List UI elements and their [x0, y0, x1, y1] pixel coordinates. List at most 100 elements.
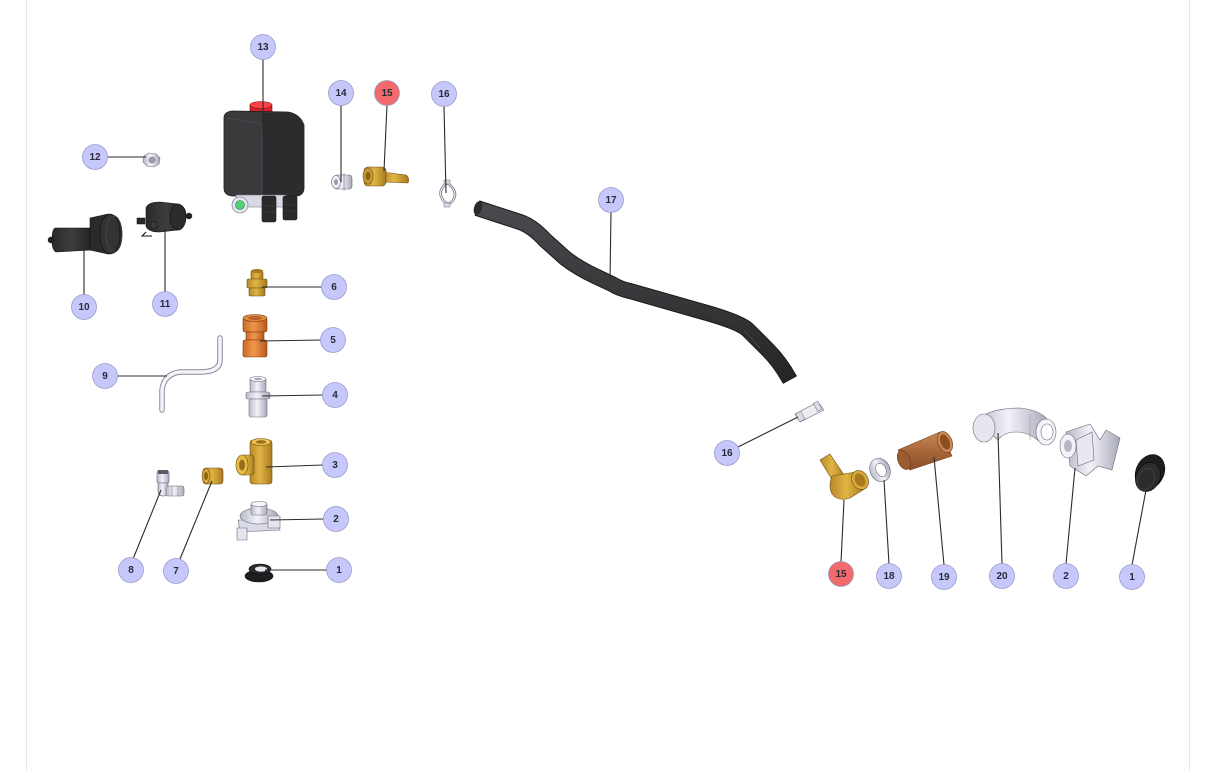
leader-3 [265, 464, 324, 468]
callout-label: 9 [102, 371, 108, 382]
leader-8 [132, 489, 162, 560]
leader-lines [83, 59, 1147, 571]
callout-circle [321, 274, 347, 300]
callout-c13[interactable]: 13 [250, 34, 276, 60]
part-17-rubber-hose [473, 200, 797, 384]
callout-circle [163, 558, 189, 584]
callout-c10[interactable]: 10 [71, 294, 97, 320]
callout-label: 14 [335, 88, 347, 99]
part-20-elbow-fitting [972, 407, 1057, 446]
callout-c17[interactable]: 17 [598, 187, 624, 213]
callout-c2a[interactable]: 2 [323, 506, 349, 532]
callout-c15b[interactable]: 15 [828, 561, 854, 587]
leader-16a [443, 105, 447, 194]
callout-circle [323, 506, 349, 532]
leader-19 [933, 456, 945, 566]
part-15-brass-elbow-bottom [819, 453, 869, 500]
callout-c15a[interactable]: 15 [374, 80, 400, 106]
part-10-silencer [47, 213, 123, 255]
callout-circle [152, 291, 178, 317]
callout-c6[interactable]: 6 [321, 274, 347, 300]
leader-20 [997, 432, 1003, 565]
diagram-frame [26, 0, 1190, 770]
leader-5 [259, 339, 322, 342]
part-14-fitting [331, 173, 353, 191]
part-1-rubber-seal-left [244, 563, 274, 583]
callout-circle [320, 327, 346, 353]
callout-label: 16 [438, 89, 450, 100]
callout-label: 12 [89, 152, 101, 163]
callout-label: 2 [333, 514, 339, 525]
leader-2b [1065, 467, 1076, 565]
callout-circle-highlighted [374, 80, 400, 106]
callout-circle [118, 557, 144, 583]
callout-circle [989, 563, 1015, 589]
callout-c18[interactable]: 18 [876, 563, 902, 589]
callout-circle [931, 564, 957, 590]
part-4-nipple [245, 376, 271, 418]
callout-label: 15 [381, 88, 393, 99]
callout-c20[interactable]: 20 [989, 563, 1015, 589]
callout-c9[interactable]: 9 [92, 363, 118, 389]
callout-label: 1 [1129, 572, 1135, 583]
leader-17 [609, 211, 612, 282]
callout-circle [92, 363, 118, 389]
callout-label: 20 [996, 571, 1008, 582]
callout-c2b[interactable]: 2 [1053, 563, 1079, 589]
part-15-brass-elbow-top [362, 166, 409, 187]
callout-label: 4 [332, 390, 338, 401]
callout-circle [322, 382, 348, 408]
part-7-brass-bushing [201, 467, 224, 485]
callout-circle [326, 557, 352, 583]
callout-label: 18 [883, 571, 895, 582]
callout-label: 3 [332, 460, 338, 471]
callout-label: 8 [128, 565, 134, 576]
callout-c11[interactable]: 11 [152, 291, 178, 317]
callout-circle [322, 452, 348, 478]
leader-15a [383, 104, 388, 172]
callout-label: 11 [160, 299, 171, 310]
part-11-unloader-valve [136, 201, 193, 237]
leader-15b [840, 499, 845, 563]
leader-16b [737, 416, 799, 448]
callout-c5[interactable]: 5 [320, 327, 346, 353]
callout-label: 1 [336, 565, 342, 576]
callout-circle [328, 80, 354, 106]
part-18-lock-nut [869, 458, 891, 482]
callout-c3[interactable]: 3 [322, 452, 348, 478]
callout-circle [1053, 563, 1079, 589]
part-2-quick-coupler-right [1059, 423, 1121, 477]
part-16-hose-clip-top [439, 179, 457, 208]
callout-c4[interactable]: 4 [322, 382, 348, 408]
callout-label: 17 [605, 195, 617, 206]
callout-label: 2 [1063, 571, 1069, 582]
part-12-nut [142, 152, 161, 168]
part-13-pressure-switch [223, 101, 305, 223]
callout-circle [598, 187, 624, 213]
callout-circle [82, 144, 108, 170]
callout-circle [876, 563, 902, 589]
callout-circle [250, 34, 276, 60]
callout-c16b[interactable]: 16 [714, 440, 740, 466]
callout-label: 5 [330, 335, 336, 346]
callout-c7[interactable]: 7 [163, 558, 189, 584]
callout-label: 13 [257, 42, 269, 53]
callout-circle [71, 294, 97, 320]
callout-c12[interactable]: 12 [82, 144, 108, 170]
callout-c1a[interactable]: 1 [326, 557, 352, 583]
callout-c16a[interactable]: 16 [431, 81, 457, 107]
callout-c1b[interactable]: 1 [1119, 564, 1145, 590]
part-8-push-in-elbow [156, 470, 185, 497]
callout-circle [1119, 564, 1145, 590]
part-9-plastic-tube [159, 335, 223, 413]
callout-label: 16 [721, 448, 733, 459]
callout-label: 6 [331, 282, 337, 293]
callout-c19[interactable]: 19 [931, 564, 957, 590]
part-19-tube-sleeve [896, 431, 953, 471]
callout-c14[interactable]: 14 [328, 80, 354, 106]
callout-c8[interactable]: 8 [118, 557, 144, 583]
callout-label: 19 [938, 572, 950, 583]
callout-circle-highlighted [828, 561, 854, 587]
part-3-brass-tee [235, 438, 273, 485]
